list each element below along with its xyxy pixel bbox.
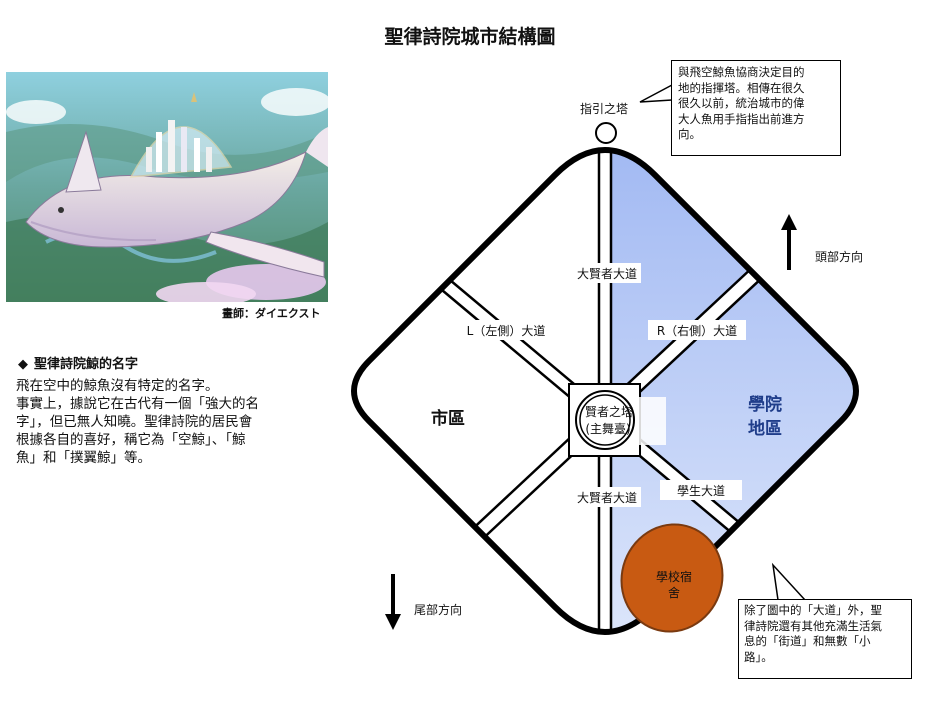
whale-name-description: 飛在空中的鯨魚沒有特定的名字。 事實上，據說它在古代有一個「強大的名 字」，但已… bbox=[16, 377, 298, 467]
main-road-lower-label: 大賢者大道 bbox=[577, 491, 637, 505]
description-line: 魚」和「撲翼鯨」等。 bbox=[16, 450, 151, 466]
streets-callout-line: 路」。 bbox=[744, 649, 773, 664]
description-line: 飛在空中的鯨魚沒有特定的名字。 bbox=[16, 378, 219, 394]
page-title: 聖律詩院城市結構圖 bbox=[384, 26, 556, 48]
sage-tower-label: 賢者之塔 bbox=[585, 405, 633, 419]
illustration-credit: 畫師：ダイエクスト bbox=[222, 307, 321, 320]
description-line: 字」，但已無人知曉。聖律詩院的居民會 bbox=[16, 414, 253, 430]
dormitory-label-line2: 舍 bbox=[668, 585, 680, 600]
sage-tower-sublabel: (主舞臺) bbox=[585, 421, 630, 436]
head-direction-label: 頭部方向 bbox=[815, 249, 863, 264]
tail-direction-arrow bbox=[385, 574, 401, 630]
tail-direction-label: 尾部方向 bbox=[414, 602, 462, 617]
right-road-label: R（右側）大道 bbox=[657, 323, 737, 338]
tower-callout-line: 向。 bbox=[678, 127, 701, 141]
diamond-bullet-icon: ◆ bbox=[18, 357, 28, 372]
sage-tower-icon bbox=[575, 390, 635, 450]
academy-district-label-line2: 地區 bbox=[748, 418, 782, 439]
tower-callout-line: 大人魚用手指指出前進方 bbox=[678, 111, 805, 126]
student-road-label: 學生大道 bbox=[677, 484, 725, 498]
tower-callout: 與飛空鯨魚協商決定目的 地的指揮塔。相傳在很久 很久以前，統治城市的偉 大人魚用… bbox=[671, 60, 841, 156]
guiding-tower-icon bbox=[595, 122, 617, 144]
academy-district-label: 學院 bbox=[748, 394, 782, 415]
tower-callout-line: 很久以前，統治城市的偉 bbox=[678, 96, 805, 110]
streets-callout-line: 息的「街道」和無數「小 bbox=[744, 634, 871, 648]
whale-name-heading-text: 聖律詩院鯨的名字 bbox=[34, 357, 139, 372]
main-road-upper-label: 大賢者大道 bbox=[577, 267, 637, 281]
tower-callout-line: 地的指揮塔。相傳在很久 bbox=[678, 80, 805, 95]
whale-city-illustration bbox=[6, 72, 328, 302]
description-line: 根據各自的喜好，稱它為「空鯨」、「鯨 bbox=[16, 432, 246, 448]
dormitory-area bbox=[620, 523, 724, 633]
head-direction-arrow bbox=[781, 214, 797, 270]
streets-callout: 除了圖中的「大道」外，聖 律詩院還有其他充滿生活氣 息的「街道」和無數「小 路」… bbox=[738, 599, 912, 679]
streets-callout-line: 除了圖中的「大道」外，聖 bbox=[744, 603, 882, 617]
streets-callout-pointer bbox=[771, 562, 806, 601]
city-district-label: 市區 bbox=[431, 408, 465, 429]
description-line: 事實上，據說它在古代有一個「強大的名 bbox=[16, 396, 259, 412]
dormitory-label: 學校宿 bbox=[656, 569, 692, 584]
tower-callout-line: 與飛空鯨魚協商決定目的 bbox=[678, 65, 805, 79]
guiding-tower-label: 指引之塔 bbox=[580, 101, 628, 116]
whale-name-heading: ◆ 聖律詩院鯨的名字 bbox=[18, 353, 138, 372]
left-road-label: L（左側）大道 bbox=[467, 323, 546, 338]
tower-callout-pointer bbox=[639, 84, 673, 103]
streets-callout-line: 律詩院還有其他充滿生活氣 bbox=[744, 618, 882, 633]
